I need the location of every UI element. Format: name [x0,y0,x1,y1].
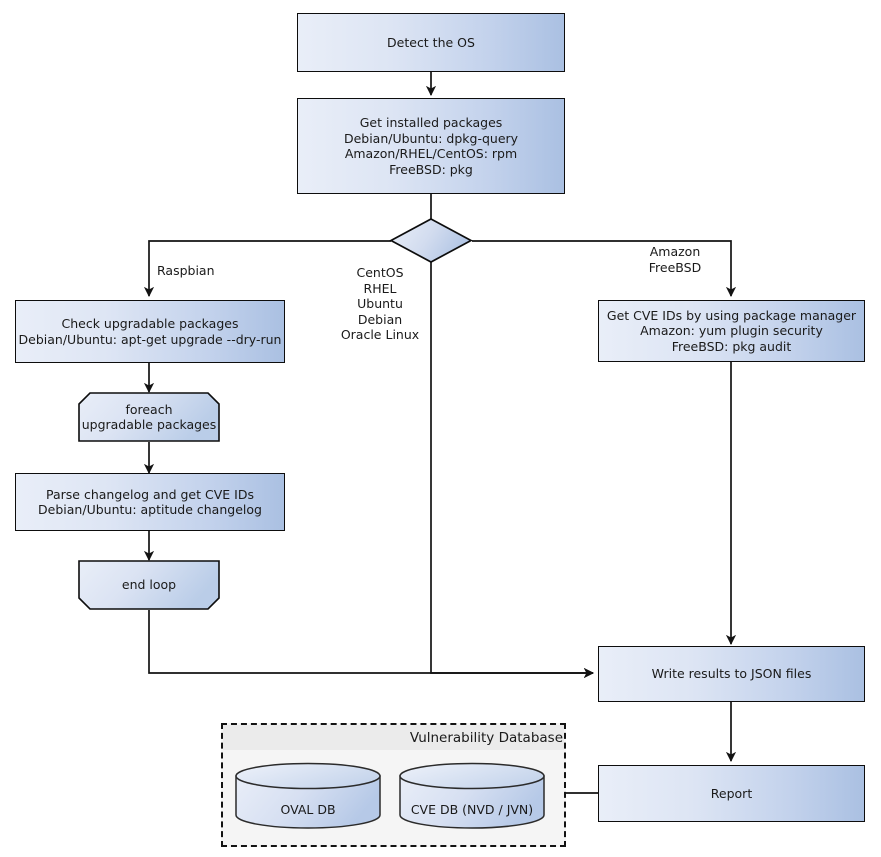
node-get-installed-packages[interactable]: Get installed packages Debian/Ubuntu: dp… [297,98,565,194]
node-end-loop-label: end loop [121,577,177,593]
node-cve-db-label: CVE DB (NVD / JVN) [410,802,534,817]
edge-endloop-to-write [148,610,595,679]
loop-start-shape-icon [78,392,220,442]
node-detect-the-os-label: Detect the OS [387,34,475,50]
node-check-upgradable-packages-label: Check upgradable packages Debian/Ubuntu:… [18,316,282,347]
node-cve-db[interactable]: CVE DB (NVD / JVN) [398,762,546,829]
node-report-label: Report [710,785,753,801]
edge-label-middle-os-list: CentOS RHEL Ubuntu Debian Oracle Linux [340,265,420,342]
database-cylinder-icon [235,762,381,829]
node-parse-changelog[interactable]: Parse changelog and get CVE IDs Debian/U… [15,473,285,531]
node-oval-db[interactable]: OVAL DB [234,762,382,829]
node-end-loop[interactable]: end loop [78,560,220,610]
node-get-installed-packages-label: Get installed packages Debian/Ubuntu: dp… [343,115,519,177]
node-foreach-loop-start-label: foreach upgradable packages [81,401,217,433]
database-cylinder-icon [399,762,545,829]
node-report[interactable]: Report [598,765,865,822]
node-os-decision[interactable] [389,217,473,264]
node-get-cve-ids[interactable]: Get CVE IDs by using package manager Ama… [598,300,865,362]
edge-label-amazon-freebsd: Amazon FreeBSD [648,244,702,275]
edge-label-raspbian: Raspbian [157,263,215,278]
node-write-results[interactable]: Write results to JSON files [598,646,865,702]
node-oval-db-label: OVAL DB [280,802,336,817]
node-parse-changelog-label: Parse changelog and get CVE IDs Debian/U… [38,486,262,518]
node-foreach-loop-start[interactable]: foreach upgradable packages [78,392,220,442]
node-write-results-label: Write results to JSON files [651,666,812,682]
loop-end-shape-icon [78,560,220,610]
group-vulnerability-database-title: Vulnerability Database [223,725,564,750]
node-detect-the-os[interactable]: Detect the OS [297,13,565,72]
node-get-cve-ids-label: Get CVE IDs by using package manager Ama… [606,307,857,354]
node-check-upgradable-packages[interactable]: Check upgradable packages Debian/Ubuntu:… [15,300,285,363]
decision-diamond-icon [389,218,473,263]
